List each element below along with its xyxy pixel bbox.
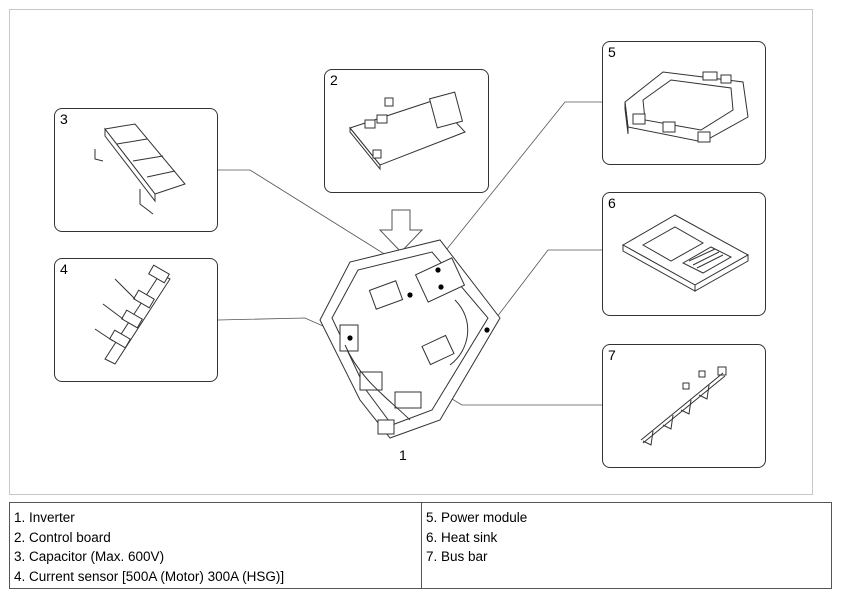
bus-bar-illustration — [640, 366, 727, 446]
legend-column-left: 1. Inverter 2. Control board 3. Capacito… — [10, 503, 422, 588]
diagram-frame — [9, 9, 813, 495]
legend-item: 6. Heat sink — [426, 529, 498, 545]
leader-line-5 — [409, 101, 602, 296]
power-module-illustration — [624, 71, 749, 143]
callout-current-sensor: 4 — [54, 258, 218, 382]
legend-table: 1. Inverter 2. Control board 3. Capacito… — [9, 502, 832, 589]
legend-item: 3. Capacitor (Max. 600V) — [14, 549, 165, 564]
callout-number: 4 — [60, 261, 68, 277]
legend-item: 4. Current sensor [500A (Motor) 300A (HS… — [14, 568, 285, 584]
callout-capacitor: 3 — [54, 108, 218, 232]
capacitor-illustration — [94, 123, 186, 215]
leader-line-3 — [218, 169, 411, 271]
heat-sink-illustration — [621, 214, 750, 292]
callout-number: 7 — [608, 347, 616, 363]
down-arrow — [378, 209, 424, 253]
current-sensor-illustration — [94, 264, 171, 365]
callout-number: 3 — [60, 111, 68, 127]
callout-number: 5 — [608, 44, 616, 60]
legend-item: 1. Inverter — [14, 510, 75, 525]
callout-number: 2 — [330, 72, 338, 88]
leader-line-6 — [486, 249, 602, 331]
inverter-label: 1 — [399, 447, 407, 463]
legend-column-right: 5. Power module 6. Heat sink 7. Bus bar — [422, 503, 831, 588]
callout-control-board: 2 — [324, 69, 489, 193]
callout-number: 6 — [608, 195, 616, 211]
callout-bus-bar: 7 — [602, 344, 766, 468]
legend-item: 7. Bus bar — [426, 549, 488, 564]
connection-dots — [347, 267, 490, 341]
control-board-illustration — [349, 91, 466, 171]
legend-item: 5. Power module — [426, 510, 528, 525]
callout-power-module: 5 — [602, 41, 766, 165]
legend-item: 2. Control board — [14, 529, 111, 545]
callout-heat-sink: 6 — [602, 192, 766, 316]
inverter-assembly — [319, 239, 501, 439]
